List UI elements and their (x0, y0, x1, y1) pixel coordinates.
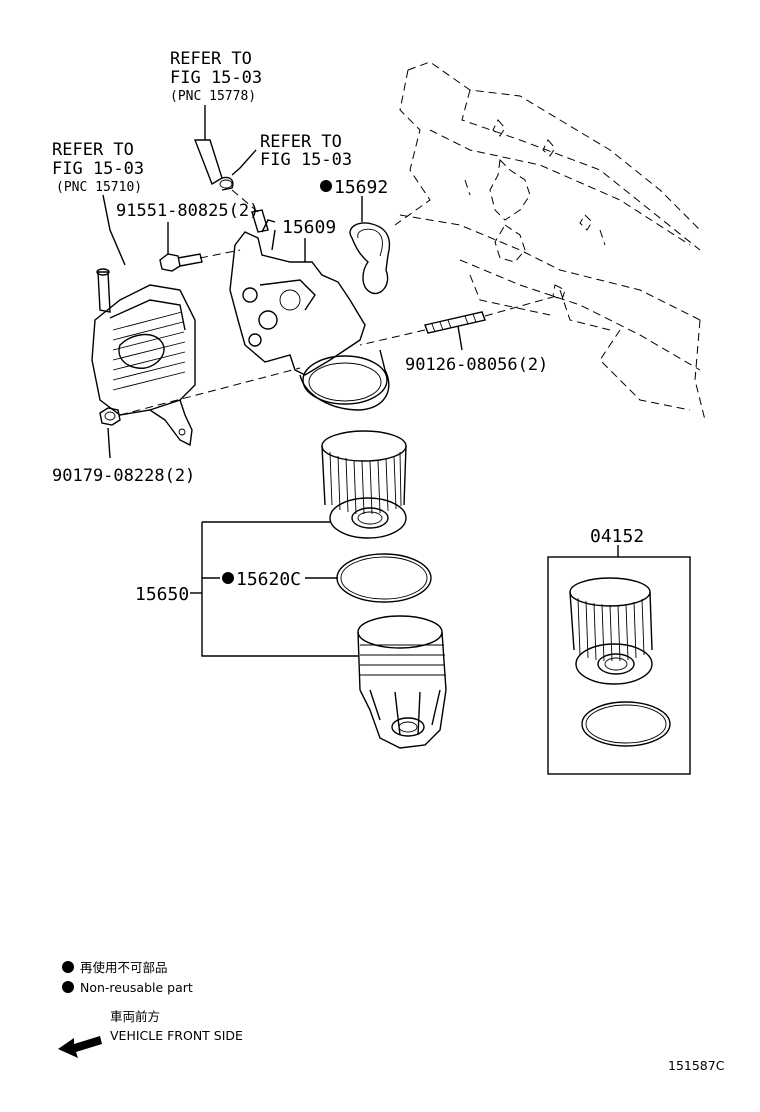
dash-90126-right (484, 294, 561, 317)
leader-90179 (107, 427, 111, 459)
kit-04152-box (547, 556, 691, 775)
leader-90126 (457, 325, 463, 351)
ref-top-line1: REFER TO (170, 49, 252, 69)
legend-jp-front: 車両前方 (110, 1009, 160, 1024)
dash-90126 (359, 329, 426, 346)
ref-left-line3: (PNC 15710) (56, 180, 142, 195)
figure-code: 151587C (668, 1058, 725, 1073)
label-91551: 91551-80825(2) (116, 201, 259, 221)
dash-90179 (119, 367, 301, 416)
ref-middle-line1: REFER TO (260, 132, 342, 152)
legend-dot-jp (62, 961, 74, 973)
front-arrow-icon (58, 1036, 102, 1058)
bolt-91551-drawing (159, 253, 203, 272)
kit-filter-drawing (569, 577, 671, 747)
gasket-15692-drawing (349, 222, 391, 295)
nonreusable-dot-15692 (320, 180, 332, 192)
label-04152: 04152 (590, 526, 644, 547)
label-15692: 15692 (334, 177, 388, 198)
ref-middle-line2: FIG 15-03 (260, 150, 352, 170)
filter-cap-drawing (357, 615, 447, 749)
nut-90179-drawing (99, 407, 121, 426)
oil-cooler-drawing (91, 268, 196, 447)
stud-90126-drawing (424, 311, 486, 334)
oring-15620c-drawing (336, 553, 432, 603)
filter-element-drawing (321, 430, 407, 539)
legend-dot-en (62, 981, 74, 993)
oring-15620c-inner (340, 556, 428, 600)
ref-left-line2: FIG 15-03 (52, 159, 144, 179)
ref-top-line2: FIG 15-03 (170, 68, 262, 88)
engine-block-outline (394, 61, 706, 421)
leader-mid-ref (231, 149, 257, 176)
ref-left-line1: REFER TO (52, 140, 134, 160)
legend-jp-nonreusable: 再使用不可部品 (80, 960, 168, 975)
dash-91551 (199, 249, 241, 259)
bracket-15609-drawing (229, 219, 390, 411)
group-bracket-15650 (190, 521, 358, 657)
label-15609: 15609 (282, 217, 336, 238)
leader-left-ref (102, 194, 126, 266)
nonreusable-dot-15620c (222, 572, 234, 584)
ref-top-line3: (PNC 15778) (170, 89, 256, 104)
legend-en-front: VEHICLE FRONT SIDE (110, 1028, 243, 1043)
label-90179: 90179-08228(2) (52, 466, 195, 486)
label-15620c: 15620C (236, 569, 301, 590)
label-15650: 15650 (135, 584, 189, 605)
legend-en-nonreusable: Non-reusable part (80, 980, 193, 995)
label-90126: 90126-08056(2) (405, 355, 548, 375)
dash-pipe (231, 189, 259, 213)
